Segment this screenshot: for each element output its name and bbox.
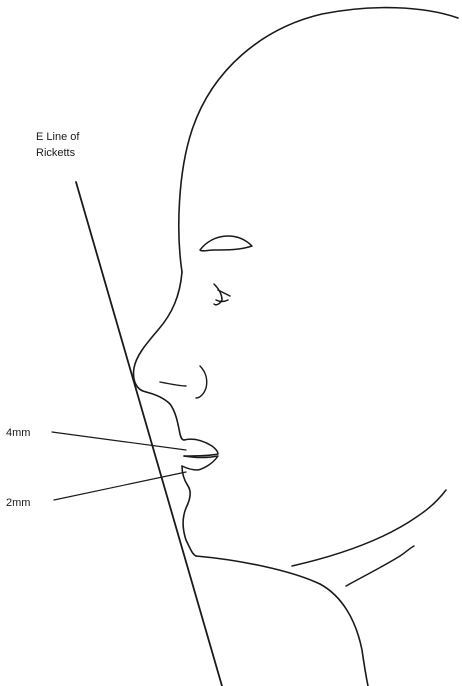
neck-line <box>196 556 368 686</box>
eyebrow <box>200 236 252 251</box>
upper-lip-distance-label: 4mm <box>6 427 30 439</box>
nose-profile <box>134 272 183 392</box>
alar-crease <box>196 366 207 398</box>
upper-lip-leader <box>52 432 186 450</box>
eye <box>214 284 230 305</box>
upper-lip <box>184 439 218 456</box>
skull-outline <box>179 8 458 272</box>
e-line-label-line1: E Line of <box>36 131 80 143</box>
e-line-label-line2: Ricketts <box>36 147 76 159</box>
lower-lip-distance-label: 2mm <box>6 497 30 509</box>
lower-lip <box>182 456 218 470</box>
nostril <box>160 382 186 386</box>
neck-crease <box>346 546 414 586</box>
e-line <box>76 182 222 686</box>
chin-profile <box>182 466 196 556</box>
jaw-contour <box>292 490 446 566</box>
upper-lip-profile <box>146 392 184 440</box>
